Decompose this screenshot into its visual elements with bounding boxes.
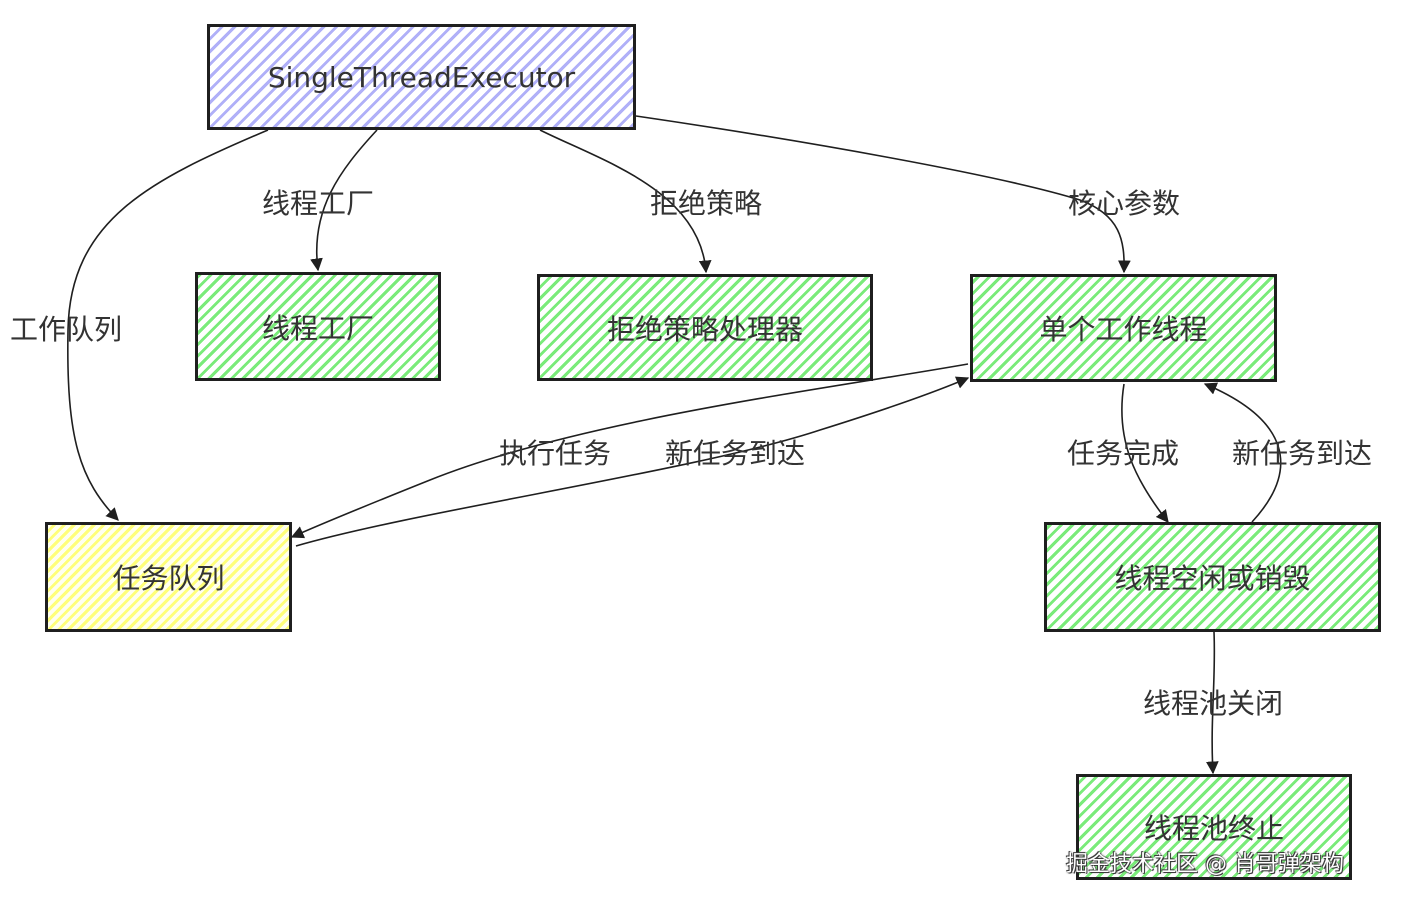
node-terminated: 线程池终止 (1076, 774, 1352, 880)
edge-work-queue (67, 129, 269, 521)
edge-new-task-2 (1203, 382, 1282, 523)
node-thread-factory: 线程工厂 (195, 272, 441, 381)
edge-label-work-queue: 工作队列 (9, 313, 123, 346)
edge-label-execute-task: 执行任务 (498, 437, 612, 470)
edge-pool-shutdown (1205, 631, 1219, 775)
edge-label-new-task-1: 新任务到达 (664, 437, 806, 470)
edge-label-reject-policy: 拒绝策略 (649, 187, 763, 220)
node-reject-handler: 拒绝策略处理器 (537, 274, 873, 381)
node-label: 线程工厂 (261, 311, 374, 345)
node-single-thread-executor: SingleThreadExecutor (207, 24, 636, 130)
edge-label-core-params: 核心参数 (1067, 187, 1181, 220)
edge-new-task-1 (295, 376, 970, 547)
node-single-worker: 单个工作线程 (970, 274, 1277, 382)
node-label: 线程池终止 (1143, 812, 1284, 845)
edge-label-pool-shutdown: 线程池关闭 (1142, 687, 1284, 720)
node-label: 线程空闲或销毁 (1114, 562, 1311, 595)
node-task-queue: 任务队列 (45, 522, 292, 632)
node-label: SingleThreadExecutor (267, 60, 576, 94)
node-label: 拒绝策略处理器 (606, 312, 803, 346)
node-idle-or-destroy: 线程空闲或销毁 (1044, 522, 1381, 632)
edge-task-done (1121, 383, 1169, 524)
node-label: 单个工作线程 (1039, 313, 1208, 346)
edge-execute-task (290, 363, 969, 539)
edge-label-new-task-2: 新任务到达 (1231, 437, 1373, 470)
edge-reject-policy (539, 129, 712, 274)
edge-thread-factory (310, 129, 378, 272)
node-label: 任务队列 (112, 562, 225, 595)
edge-label-thread-factory: 线程工厂 (261, 187, 375, 220)
edge-label-task-done: 任务完成 (1066, 437, 1180, 470)
edge-core-params (635, 115, 1131, 274)
watermark: 掘金技术社区 @ 肖哥弹架构 (1066, 852, 1344, 877)
